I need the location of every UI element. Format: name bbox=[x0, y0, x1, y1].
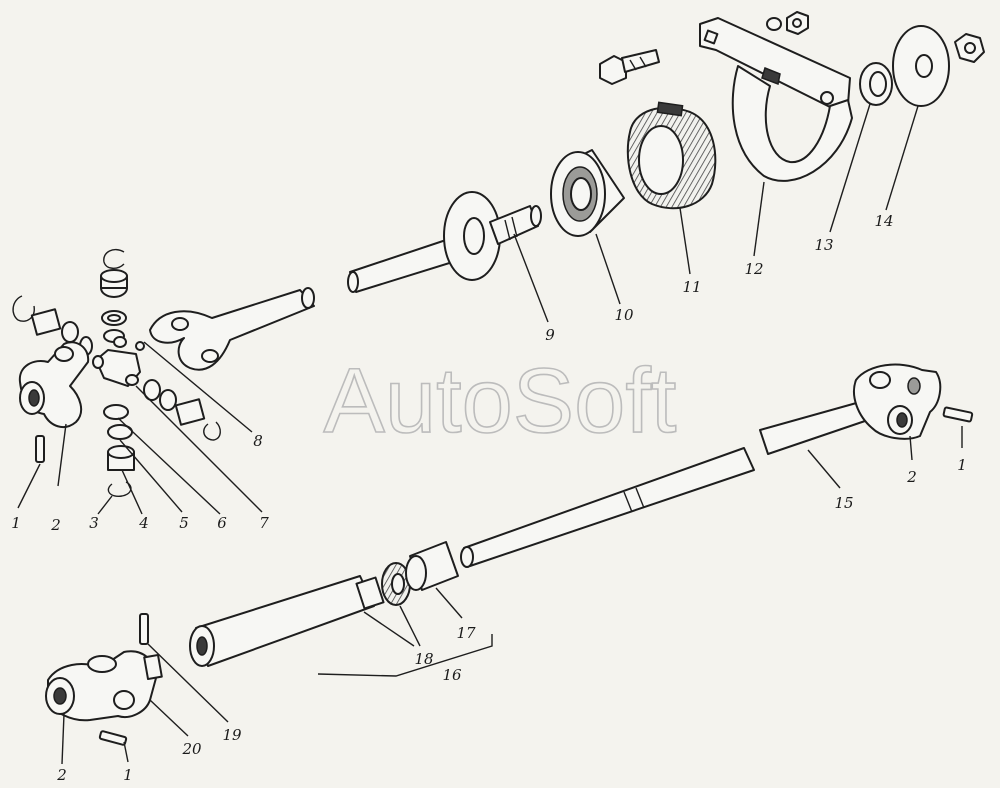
tube-shaft bbox=[189, 575, 385, 667]
pin-lower-19 bbox=[139, 613, 149, 645]
sleeve-17 bbox=[405, 541, 459, 591]
label-12-bracket: 12 bbox=[744, 260, 763, 278]
label-2-yoke: 2 bbox=[50, 516, 61, 534]
nut-14 bbox=[954, 33, 985, 63]
rubber-cushion bbox=[626, 101, 717, 210]
label-16-tube-assembly: 16 bbox=[442, 666, 462, 684]
bearing-right-set bbox=[143, 379, 221, 441]
pin-lower-1 bbox=[98, 730, 128, 746]
support-bracket bbox=[699, 17, 853, 182]
label-2-lower-yoke: 2 bbox=[56, 766, 67, 784]
needle-cup-top bbox=[100, 269, 128, 298]
pin-left bbox=[35, 435, 45, 463]
propeller-shaft bbox=[460, 447, 755, 568]
washer-13 bbox=[859, 62, 893, 106]
ball-bearing bbox=[550, 149, 625, 237]
bearing-bottom-set bbox=[103, 404, 135, 498]
label-10-bearing: 10 bbox=[614, 306, 634, 324]
label-1-yoke-pin: 1 bbox=[11, 514, 21, 532]
label-5-seal: 5 bbox=[179, 514, 189, 532]
callout-labels: 1 2 3 4 5 6 7 8 9 10 11 12 13 14 15 2 1 … bbox=[11, 212, 967, 784]
washer-14 bbox=[892, 25, 950, 107]
intermediate-shaft bbox=[347, 191, 542, 293]
snap-ring-top bbox=[103, 248, 125, 269]
watermark-text: AutoSoft bbox=[324, 350, 677, 452]
label-11-cushion: 11 bbox=[682, 278, 701, 296]
label-14-washer: 14 bbox=[874, 212, 893, 230]
yoke-left bbox=[18, 341, 90, 429]
label-19-pin: 19 bbox=[222, 726, 242, 744]
label-15-propeller-shaft: 15 bbox=[834, 494, 853, 512]
label-1-lower-pin: 1 bbox=[123, 766, 133, 784]
label-4-bearing: 4 bbox=[138, 514, 149, 532]
bearing-left-set bbox=[12, 295, 93, 356]
universal-joint-lower bbox=[45, 650, 163, 722]
nut-washer-top bbox=[766, 11, 809, 35]
pin-right bbox=[942, 406, 974, 423]
label-18-seal: 18 bbox=[414, 650, 433, 668]
label-3-snap-ring: 3 bbox=[89, 514, 99, 532]
label-1-right-pin: 1 bbox=[957, 456, 967, 474]
label-9-shaft: 9 bbox=[545, 326, 555, 344]
spider-cross bbox=[92, 336, 145, 387]
bolt bbox=[599, 49, 660, 85]
label-7-spider: 7 bbox=[259, 514, 269, 532]
label-13-washer: 13 bbox=[814, 236, 833, 254]
leader-lines bbox=[17, 103, 963, 765]
label-2-right-yoke: 2 bbox=[906, 468, 917, 486]
label-17-sleeve: 17 bbox=[456, 624, 476, 642]
label-6-ring: 6 bbox=[217, 514, 227, 532]
universal-joint-right bbox=[759, 363, 942, 455]
label-20-cap: 20 bbox=[181, 740, 202, 758]
yoke-shaft bbox=[149, 287, 315, 371]
label-8-yoke-shaft: 8 bbox=[253, 432, 263, 450]
